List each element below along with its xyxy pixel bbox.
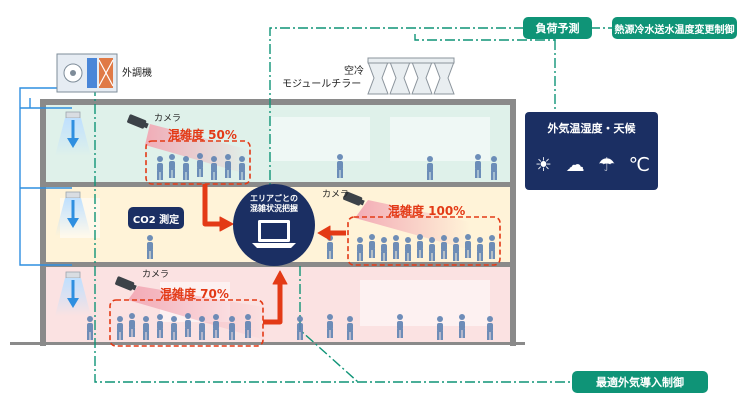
- congestion-monitor-circle: エリアごとの 混雑状況把握: [233, 184, 315, 266]
- sun-icon: ☀: [535, 153, 553, 176]
- center-label-line1: エリアごとの: [250, 194, 298, 203]
- congestion-label-1f: 混雑度 70%: [160, 287, 229, 301]
- center-label-line2: 混雑状況把握: [250, 204, 298, 213]
- ground-line: [10, 342, 525, 345]
- load-forecast-box: 負荷予測: [523, 17, 592, 39]
- congestion-label-2f: 混雑度 100%: [388, 204, 466, 218]
- arrow-3f-to-center: [202, 184, 222, 227]
- camera-icon-3f: [127, 114, 149, 129]
- celsius-icon: ℃: [628, 153, 650, 176]
- heat-source-control-box: 熱源冷水送水温度変更制御: [612, 17, 737, 39]
- camera-label-3f: カメラ: [154, 114, 182, 124]
- camera-icon-2f: [343, 191, 365, 206]
- optimal-oa-control-box: 最適外気導入制御: [572, 371, 708, 393]
- camera-beam-3f: [145, 124, 250, 175]
- congestion-box-2f: [347, 216, 501, 266]
- weather-title: 外気温湿度・天候: [547, 122, 636, 135]
- camera-label-1f: カメラ: [142, 270, 170, 280]
- chiller-graphic: [367, 57, 455, 95]
- congestion-box-3f: [145, 140, 251, 185]
- congestion-label-3f: 混雑度 50%: [168, 128, 237, 142]
- camera-icon-1f: [115, 276, 137, 291]
- camera-label-2f: カメラ: [322, 190, 350, 200]
- congestion-box-1f: [109, 299, 264, 347]
- chiller-label-line2: モジュールチラー: [282, 79, 362, 90]
- laptop-icon: [252, 220, 296, 248]
- arrow-1f-to-center: [263, 282, 283, 325]
- ahu-unit-graphic: [56, 53, 118, 93]
- weather-icons: ☀ ☁ ☂ ℃: [535, 150, 650, 180]
- ahu-label: 外調機: [122, 68, 152, 79]
- line-control-to-loadforecast: [269, 27, 525, 198]
- line-oa-left: [94, 68, 572, 383]
- umbrella-icon: ☂: [598, 153, 616, 176]
- weather-panel: 外気温湿度・天候 ☀ ☁ ☂ ℃: [525, 112, 658, 190]
- cloud-icon: ☁: [565, 153, 585, 176]
- co2-measure-box: CO2 測定: [128, 207, 184, 229]
- roof: [40, 99, 515, 105]
- chiller-label-line1: 空冷: [344, 66, 364, 77]
